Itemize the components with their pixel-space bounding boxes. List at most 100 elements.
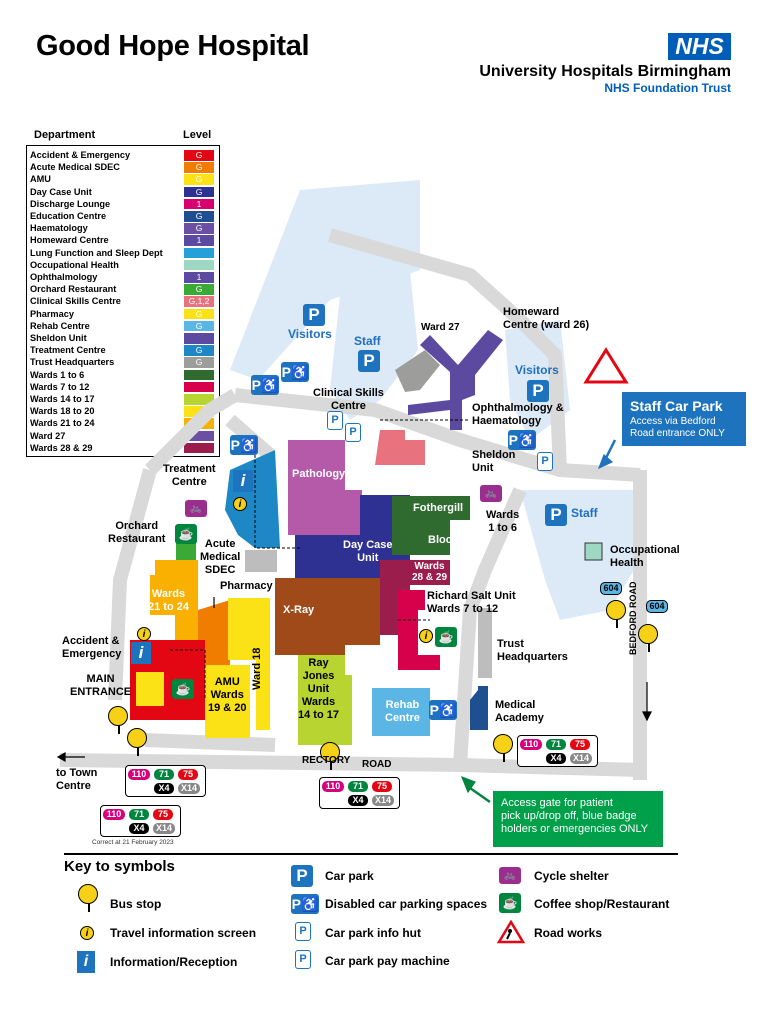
legend-row: Wards 7 to 12 — [30, 381, 216, 393]
car-park-pay-machine-icon: P — [345, 423, 361, 442]
route-71: 71 — [154, 769, 174, 780]
legend-row: Wards 28 & 29 — [30, 442, 216, 454]
bus-stop-icon — [320, 742, 340, 770]
key-car-park: Car park — [325, 869, 374, 883]
legend-level-swatch: G — [184, 211, 214, 222]
bus-stop-icon — [638, 624, 658, 652]
car-park-info-hut-icon: P — [295, 922, 311, 941]
legend-department-name: Pharmacy — [30, 308, 74, 319]
label-wards-28-29: Wards 28 & 29 — [412, 561, 448, 583]
legend-department-name: Lung Function and Sleep Dept — [30, 247, 163, 258]
label-accident-emergency: Accident & Emergency — [62, 635, 122, 660]
label-pharmacy: Pharmacy — [220, 580, 273, 592]
label-main-entrance: MAIN ENTRANCE — [70, 673, 132, 698]
route-75: 75 — [372, 781, 392, 792]
cycle-shelter-icon: 🚲 — [185, 500, 207, 517]
legend-level-swatch — [184, 333, 214, 344]
label-pathology: Pathology — [292, 468, 346, 480]
key-information-reception: Information/Reception — [110, 955, 238, 969]
information-reception-icon: i — [77, 951, 95, 973]
bus-stop-icon — [108, 706, 128, 734]
legend-department-name: Ward 27 — [30, 430, 66, 441]
legend-level-swatch: G — [184, 174, 214, 185]
label-occupational-health: Occupational Health — [610, 544, 680, 569]
label-sheldon: Sheldon Unit — [472, 449, 516, 474]
key-title: Key to symbols — [64, 858, 175, 875]
label-trust-hq: Trust Headquarters — [497, 638, 568, 663]
car-park-icon: P — [358, 350, 380, 372]
information-reception-icon: i — [131, 642, 151, 664]
legend-department-name: Accident & Emergency — [30, 150, 131, 160]
legend-department-name: Wards 14 to 17 — [30, 394, 95, 404]
legend-department-name: Sheldon Unit — [30, 333, 87, 343]
route-110: 110 — [520, 739, 542, 750]
page-title: Good Hope Hospital — [36, 30, 310, 62]
legend-department-name: Wards 18 to 20 — [30, 406, 95, 417]
legend-row: Ward 27 — [30, 430, 216, 442]
label-ward-27: Ward 27 — [421, 322, 460, 333]
route-x4: X4 — [129, 823, 149, 834]
route-x14: X14 — [153, 823, 175, 834]
label-clinical-skills: Clinical Skills Centre — [313, 387, 384, 412]
coffee-shop-icon: ☕ — [499, 893, 521, 913]
staff-car-park-body: Access via Bedford Road entrance ONLY — [630, 416, 725, 439]
staff-car-park-title: Staff Car Park — [630, 398, 723, 414]
coffee-shop-icon: ☕ — [172, 679, 194, 699]
road-label-road: ROAD — [362, 759, 392, 770]
bus-stop-icon — [606, 600, 626, 628]
legend-level-header: Level — [183, 129, 212, 141]
label-ray-jones: Ray Jones Unit Wards 14 to 17 — [298, 657, 339, 721]
legend-department-name: Discharge Lounge — [30, 198, 111, 209]
legend-row: AMU G — [30, 173, 216, 185]
access-gate-callout: Access gate for patient pick up/drop off… — [493, 791, 663, 847]
bus-routes-box: 110 71 75 X4 X14 — [517, 735, 598, 767]
legend-level-swatch: G — [184, 162, 214, 173]
key-disabled-parking: Disabled car parking spaces — [325, 897, 488, 911]
legend-row: Lung Function and Sleep Dept — [30, 247, 216, 259]
key-bus-stop: Bus stop — [110, 897, 162, 911]
route-x4: X4 — [348, 795, 368, 806]
key-car-park-pay-machine: Car park pay machine — [325, 954, 450, 968]
route-x14: X14 — [372, 795, 394, 806]
legend-department-name: Trust Headquarters — [30, 357, 115, 368]
key-car-park-info-hut: Car park info hut — [325, 926, 422, 940]
bus-stop-icon — [127, 728, 147, 756]
legend-level-swatch: G — [184, 186, 214, 198]
label-visitors-2: Visitors — [515, 363, 559, 377]
legend-department-name: Occupational Health — [30, 259, 119, 270]
legend-row: Occupational Health — [30, 259, 216, 271]
bus-routes-box: 110 71 75 X4 X14 — [100, 805, 181, 837]
legend-level-swatch — [184, 369, 214, 381]
label-x-ray: X-Ray — [283, 604, 315, 616]
legend-level-swatch: G — [184, 345, 214, 356]
legend-department-name: AMU — [30, 174, 51, 185]
legend-level-swatch: G,1,2 — [184, 296, 214, 307]
disabled-parking-icon: P♿ — [291, 894, 319, 914]
label-wards-21-24: Wards 21 to 24 — [148, 588, 189, 613]
coffee-shop-icon: ☕ — [435, 627, 457, 647]
legend-department-name: Education Centre — [30, 211, 107, 221]
car-park-pay-machine-icon: P — [295, 950, 311, 969]
route-x14: X14 — [178, 783, 200, 794]
route-75: 75 — [570, 739, 590, 750]
legend-level-swatch — [184, 247, 214, 259]
route-604: 604 — [646, 600, 668, 613]
road-works-icon — [497, 920, 525, 944]
legend-level-swatch: G — [184, 150, 214, 161]
disabled-parking-icon: P♿ — [281, 362, 309, 382]
route-75: 75 — [153, 809, 173, 820]
legend-department-name: Wards 7 to 12 — [30, 381, 90, 392]
cycle-shelter-icon: 🚲 — [480, 485, 502, 502]
legend-department-name: Haematology — [30, 223, 88, 234]
nhs-logo: NHS — [668, 33, 731, 60]
legend-level-swatch: G — [184, 357, 214, 368]
label-orchard-restaurant: Orchard Restaurant — [108, 520, 166, 545]
